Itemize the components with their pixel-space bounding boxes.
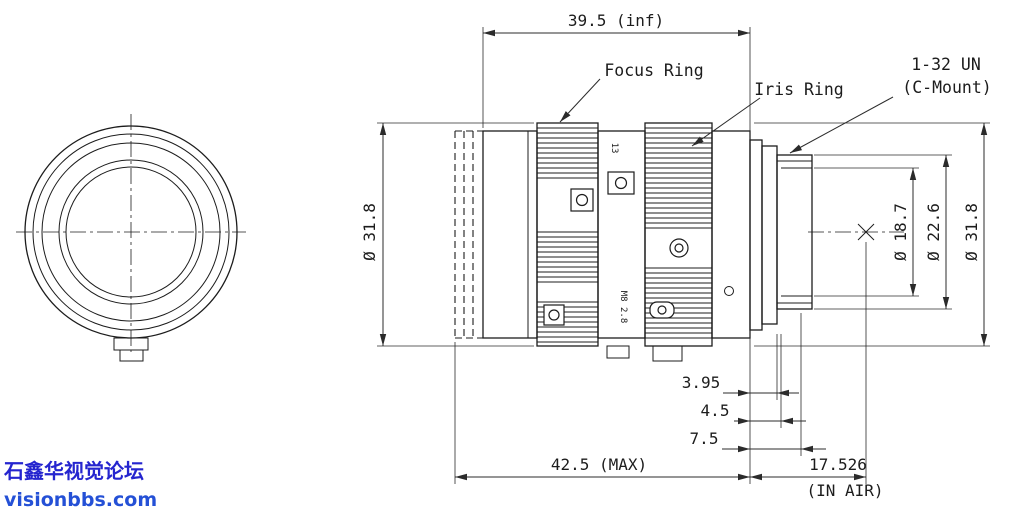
dimension-3-95: 3.95 [682,373,799,397]
dimension-4-5: 4.5 [701,401,806,425]
watermark-site-url: visionbbs.com [4,489,157,511]
mount-thread [776,154,813,310]
focus-ring-knurl-top [537,127,598,179]
focus-ring-label: Focus Ring [604,61,703,80]
front-rim-circle-3 [41,142,221,322]
dimension-17-526: 17.526 (IN AIR) [750,455,884,500]
front-barrel-extended-dashed [454,130,483,339]
front-bottom-lug-inner [119,349,144,362]
side-view: 13 M8 2.8 [454,122,904,362]
front-inner-element-circle [65,166,197,298]
iris-ring-label: Iris Ring [754,80,843,99]
dimension-thread-diameter-label: Ø 22.6 [924,203,943,261]
dimension-39-5-label: 39.5 (inf) [568,11,664,30]
iris-lower-screw [657,305,667,315]
watermark-site-name: 石鑫华视觉论坛 [3,459,144,483]
callout-iris-ring: Iris Ring [691,80,844,147]
focus-ring [536,122,599,347]
bottom-lug-left [606,345,630,359]
dimension-body-diameter-label: Ø 31.8 [962,203,981,261]
bottom-lug-right [652,345,683,362]
callout-focus-ring: Focus Ring [559,61,704,123]
dimension-in-air-label: (IN AIR) [806,481,883,500]
rear-barrel-screw [724,286,734,296]
mount-flange [749,139,778,331]
dimension-front-diameter-label: Ø 31.8 [360,203,379,261]
iris-ring-knurl-bottom [645,267,712,339]
dimension-7-5: 7.5 [690,429,826,453]
dimension-thread-diameter: Ø 22.6 [924,155,950,309]
dimension-17-526-label: 17.526 [809,455,867,474]
front-barrel [482,130,538,339]
middle-screw [614,176,628,190]
focus-lower-screw [548,309,560,321]
callout-c-mount: 1-32 UN (C-Mount) [789,55,992,154]
dimension-bore-diameter-label: Ø 18.7 [891,203,910,261]
dimension-39-5: 39.5 (inf) [483,11,750,37]
front-view [16,114,246,362]
iris-ring [644,122,713,347]
rear-barrel [711,130,751,339]
front-rim-circle-2 [32,133,230,331]
dimension-42-5-label: 42.5 (MAX) [551,455,647,474]
dimension-7-5-label: 7.5 [690,429,719,448]
dimension-42-5-max: 42.5 (MAX) [455,455,750,481]
middle-section: 13 M8 2.8 [597,130,646,339]
mount-thread-label: 1-32 UN [911,55,981,74]
dimension-front-diameter: Ø 31.8 [360,123,387,346]
focus-lock-screw [575,193,589,207]
body-marking-lower: M8 2.8 [618,291,628,324]
iris-lock-screw-inner [674,243,684,253]
mount-type-label: (C-Mount) [902,78,991,97]
focus-ring-knurl-bottom [537,301,598,343]
iris-ring-knurl-top [645,127,712,229]
dimension-body-diameter: Ø 31.8 [962,123,988,346]
dimension-4-5-label: 4.5 [701,401,730,420]
body-marking-upper: 13 [609,143,619,154]
image-plane-marker [808,223,904,241]
focus-ring-knurl-middle [537,231,598,283]
extension-lines [377,27,990,484]
front-lens-element-circle [58,159,204,305]
dimension-bore-diameter: Ø 18.7 [891,168,917,296]
watermark: 石鑫华视觉论坛 visionbbs.com [3,459,157,511]
dimension-3-95-label: 3.95 [682,373,721,392]
